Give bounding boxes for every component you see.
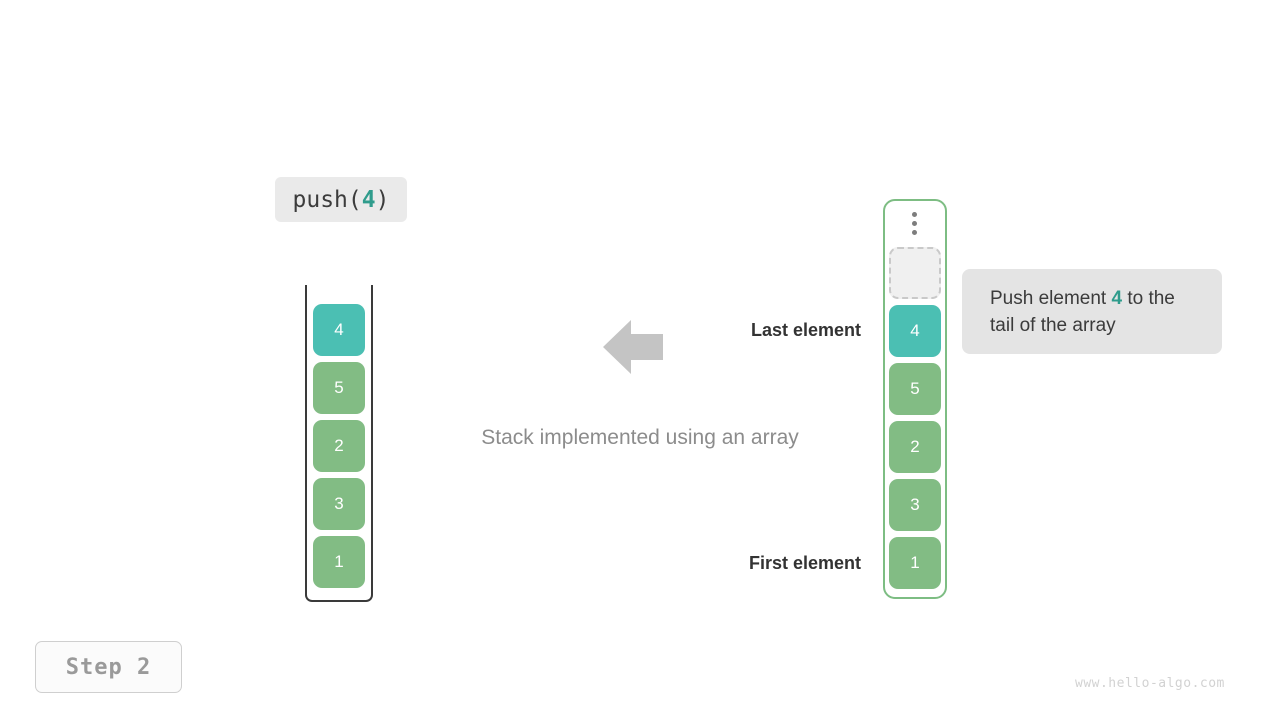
- stack-item-cell: 4: [313, 304, 365, 356]
- left-arrow-icon: [603, 320, 663, 374]
- stack-item-cell: 2: [313, 420, 365, 472]
- note-text-after: to the tail of the array: [990, 287, 1175, 336]
- ellipsis-dot: [911, 230, 917, 235]
- label-last-element: Last element: [750, 320, 861, 340]
- stack-item-list: 4 5 2 3 1: [313, 304, 365, 588]
- array-item-cell: 2: [889, 421, 941, 473]
- note-text-before: Push element: [990, 287, 1112, 309]
- step-badge: Step 2: [35, 641, 182, 693]
- operation-label: push(4): [275, 177, 407, 222]
- operation-close-paren: ): [375, 186, 390, 213]
- array-item-cell: 3: [889, 479, 941, 531]
- note-highlight-value: 4: [1111, 287, 1123, 309]
- note-bubble: Push element 4 to the tail of the array: [962, 269, 1222, 354]
- array-item-cell: 1: [889, 537, 941, 589]
- operation-open-paren: (: [347, 186, 362, 213]
- array-item-cell: 5: [889, 363, 941, 415]
- array-item-list: 4 5 2 3 1: [889, 247, 941, 589]
- ellipsis-dot: [911, 221, 917, 226]
- label-first-element: First element: [748, 553, 861, 573]
- vertical-ellipsis-icon: [910, 212, 918, 235]
- watermark: www.hello-algo.com: [1075, 676, 1225, 691]
- stack-container: [305, 285, 373, 602]
- array-item-cell: 4: [889, 305, 941, 357]
- note-text: Push element 4 to the tail of the array: [990, 285, 1194, 339]
- operation-value: 4: [361, 186, 376, 213]
- stack-item-cell: 5: [313, 362, 365, 414]
- operation-name: push: [292, 186, 348, 213]
- stack-item-cell: 3: [313, 478, 365, 530]
- array-item-empty-slot: [889, 247, 941, 299]
- stack-caption: Stack implemented using an array: [481, 426, 799, 449]
- ellipsis-dot: [911, 212, 917, 217]
- stack-item-cell: 1: [313, 536, 365, 588]
